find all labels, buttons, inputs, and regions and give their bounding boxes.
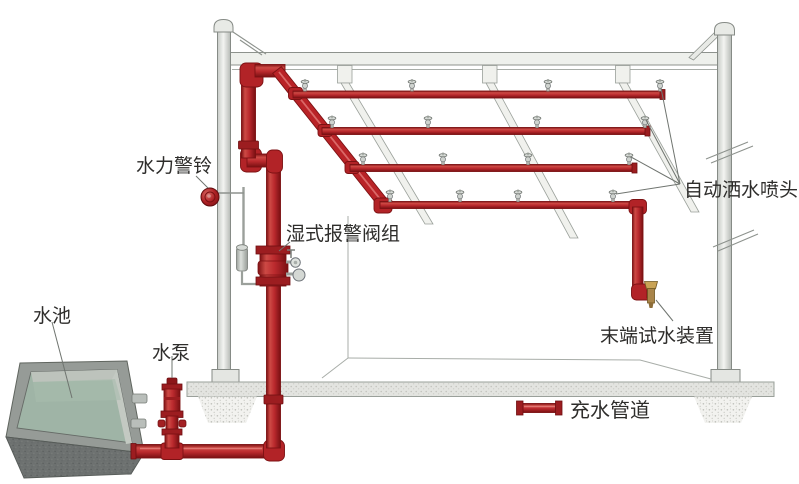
wet-alarm-valve-group (217, 187, 306, 287)
label-water-pump: 水泵 (152, 342, 190, 364)
wall-break-mark (705, 141, 754, 164)
legend (516, 400, 563, 416)
label-water-tank: 水池 (33, 305, 71, 327)
floor-slab (186, 381, 775, 423)
column-base (710, 369, 741, 383)
water-tank (5, 360, 148, 479)
footing (198, 396, 257, 423)
wall-break-mark (712, 229, 759, 252)
legend-pipe-symbol (521, 403, 558, 413)
label-sprinkler-heads: 自动洒水喷头 (684, 179, 798, 201)
label-alarm-bell: 水力警铃 (136, 155, 212, 177)
label-legend-pipe: 充水管道 (570, 398, 650, 422)
right-column (710, 21, 741, 383)
column-cap (213, 18, 234, 33)
labels: 水力警铃 湿式报警阀组 水池 水泵 自动洒水喷头 末端试水装置 充水管道 (33, 155, 798, 422)
column-base (211, 369, 240, 383)
branch-pipes (292, 89, 666, 209)
riser-pipe (238, 62, 286, 449)
pipe-coupling (263, 394, 284, 405)
fire-pump (157, 377, 187, 460)
alarm-test-valve (292, 268, 306, 282)
end-test-device (643, 281, 659, 308)
footing (694, 396, 752, 423)
leader-lines (51, 87, 681, 399)
tank-front-face (5, 436, 145, 479)
room-wall-lines (321, 141, 759, 380)
tank-fitting (131, 393, 148, 404)
hydraulic-alarm-bell (200, 187, 220, 207)
valve-handle (287, 249, 295, 258)
column-cap (714, 21, 735, 36)
label-wet-alarm-valve: 湿式报警阀组 (286, 223, 400, 245)
label-end-test-device: 末端试水装置 (600, 325, 714, 347)
tank-fitting (130, 418, 147, 429)
